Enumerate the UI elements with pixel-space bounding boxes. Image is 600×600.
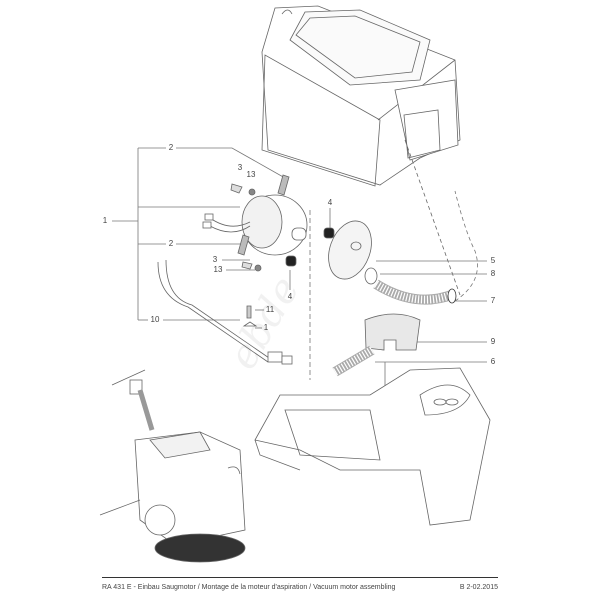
footer-title: RA 431 E - Einbau Saugmotor / Montage de…: [102, 584, 396, 591]
callout-13-upper: 13: [246, 170, 256, 179]
callout-11: 11: [265, 305, 275, 314]
callout-1: 1: [102, 216, 108, 225]
grommet: [285, 227, 335, 267]
hose-clamp: [364, 267, 378, 285]
tank-cover: [261, 5, 461, 296]
callout-2-upper: 2: [168, 143, 174, 152]
leader-lines: [112, 147, 487, 410]
callout-5: 5: [490, 256, 496, 265]
callout-3-lower: 3: [212, 255, 218, 264]
machine-housing: [254, 367, 491, 526]
exhaust-hose: [332, 345, 375, 377]
suction-hose: [373, 279, 457, 305]
filter-disc: [328, 220, 372, 280]
callout-2-lower: 2: [168, 239, 174, 248]
callout-8: 8: [490, 269, 496, 278]
callout-7: 7: [490, 296, 496, 305]
vacuum-motor: [202, 174, 308, 272]
footer-revision: B 2-02.2015: [459, 584, 498, 591]
footer: RA 431 E - Einbau Saugmotor / Montage de…: [102, 584, 498, 591]
callout-13-lower: 13: [213, 265, 223, 274]
callout-1-lower: 1: [263, 323, 269, 332]
wiring-harness: [157, 259, 293, 365]
foam-filter: [364, 313, 421, 351]
callout-9: 9: [490, 337, 496, 346]
callout-4-upper: 4: [327, 198, 333, 207]
callout-3-upper: 3: [237, 163, 243, 172]
scrubber-machine-overview: [99, 369, 246, 563]
callout-4-lower: 4: [287, 292, 293, 301]
footer-divider: [102, 577, 498, 578]
callout-6: 6: [490, 357, 496, 366]
callout-10: 10: [150, 315, 160, 324]
